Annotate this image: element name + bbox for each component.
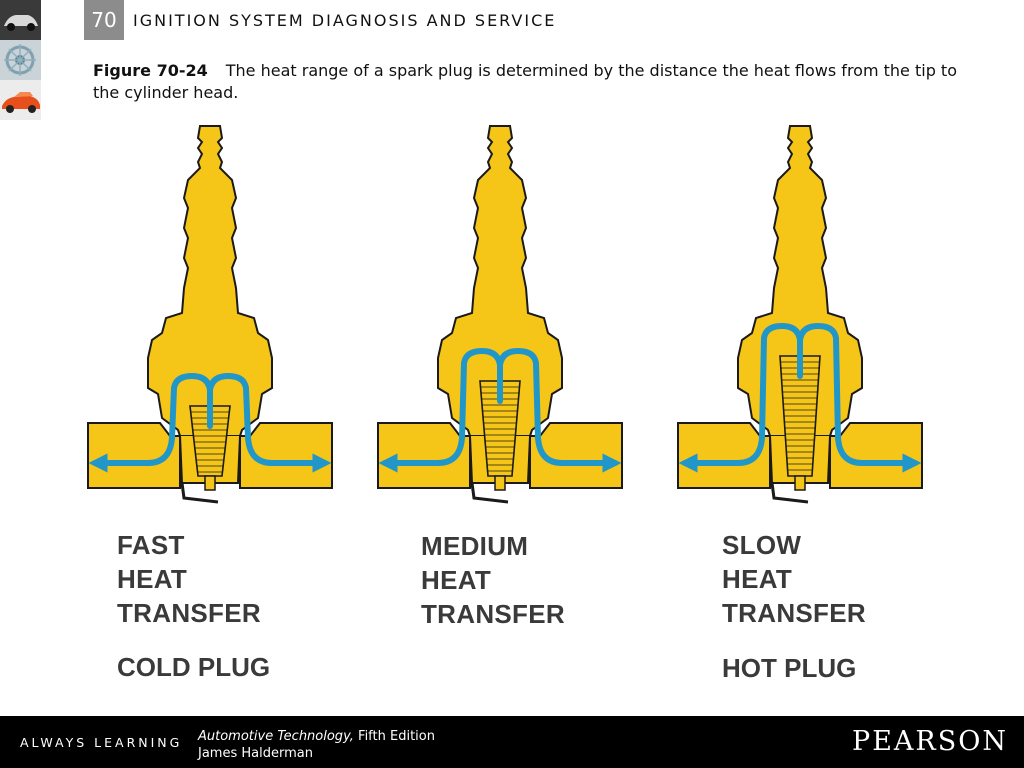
label-line: SLOW <box>722 530 802 560</box>
spark-plug-cold <box>87 125 333 504</box>
chapter-title: IGNITION SYSTEM DIAGNOSIS AND SERVICE <box>133 11 557 30</box>
plug-label-fast: FAST HEAT TRANSFER <box>117 528 261 630</box>
spark-plug-hot <box>677 125 923 504</box>
pearson-logo: PEARSON <box>852 726 1008 757</box>
book-title: Automotive Technology, <box>198 729 354 744</box>
label-line: HEAT <box>421 565 492 595</box>
footer-tagline: ALWAYS LEARNING <box>20 735 183 750</box>
book-info: Automotive Technology, Fifth Edition Jam… <box>198 728 435 762</box>
book-author: James Halderman <box>198 746 313 761</box>
label-line: HEAT <box>117 564 188 594</box>
spark-plug-medium <box>377 125 623 504</box>
ground-electrode <box>180 482 219 504</box>
label-line: MEDIUM <box>421 531 529 561</box>
label-line: TRANSFER <box>421 599 565 629</box>
center-electrode <box>794 475 806 491</box>
label-line: FAST <box>117 530 185 560</box>
spark-plug-diagram <box>87 125 923 504</box>
caption-text: The heat range of a spark plug is determ… <box>93 61 957 102</box>
sports-car-thumbnail-icon <box>0 80 41 120</box>
footer-bar: ALWAYS LEARNING Automotive Technology, F… <box>0 716 1024 768</box>
plug-type-cold: COLD PLUG <box>117 652 271 682</box>
label-line: TRANSFER <box>117 598 261 628</box>
plug-type-hot: HOT PLUG <box>722 653 857 683</box>
center-electrode <box>494 475 506 491</box>
insulator-nose <box>189 405 231 477</box>
chapter-number: 70 <box>84 0 124 40</box>
center-electrode <box>204 475 216 491</box>
plug-label-medium: MEDIUM HEAT TRANSFER <box>421 529 565 631</box>
plug-label-slow: SLOW HEAT TRANSFER <box>722 528 866 630</box>
label-line: HEAT <box>722 564 793 594</box>
thumbnail-strip <box>0 0 42 122</box>
ground-electrode <box>770 482 809 504</box>
parts-thumbnail-icon <box>0 40 41 80</box>
figure-label: Figure 70-24 <box>93 61 208 80</box>
book-edition: Fifth Edition <box>358 729 435 744</box>
label-line: TRANSFER <box>722 598 866 628</box>
car-thumbnail-icon <box>0 0 41 40</box>
ground-electrode <box>470 482 509 504</box>
